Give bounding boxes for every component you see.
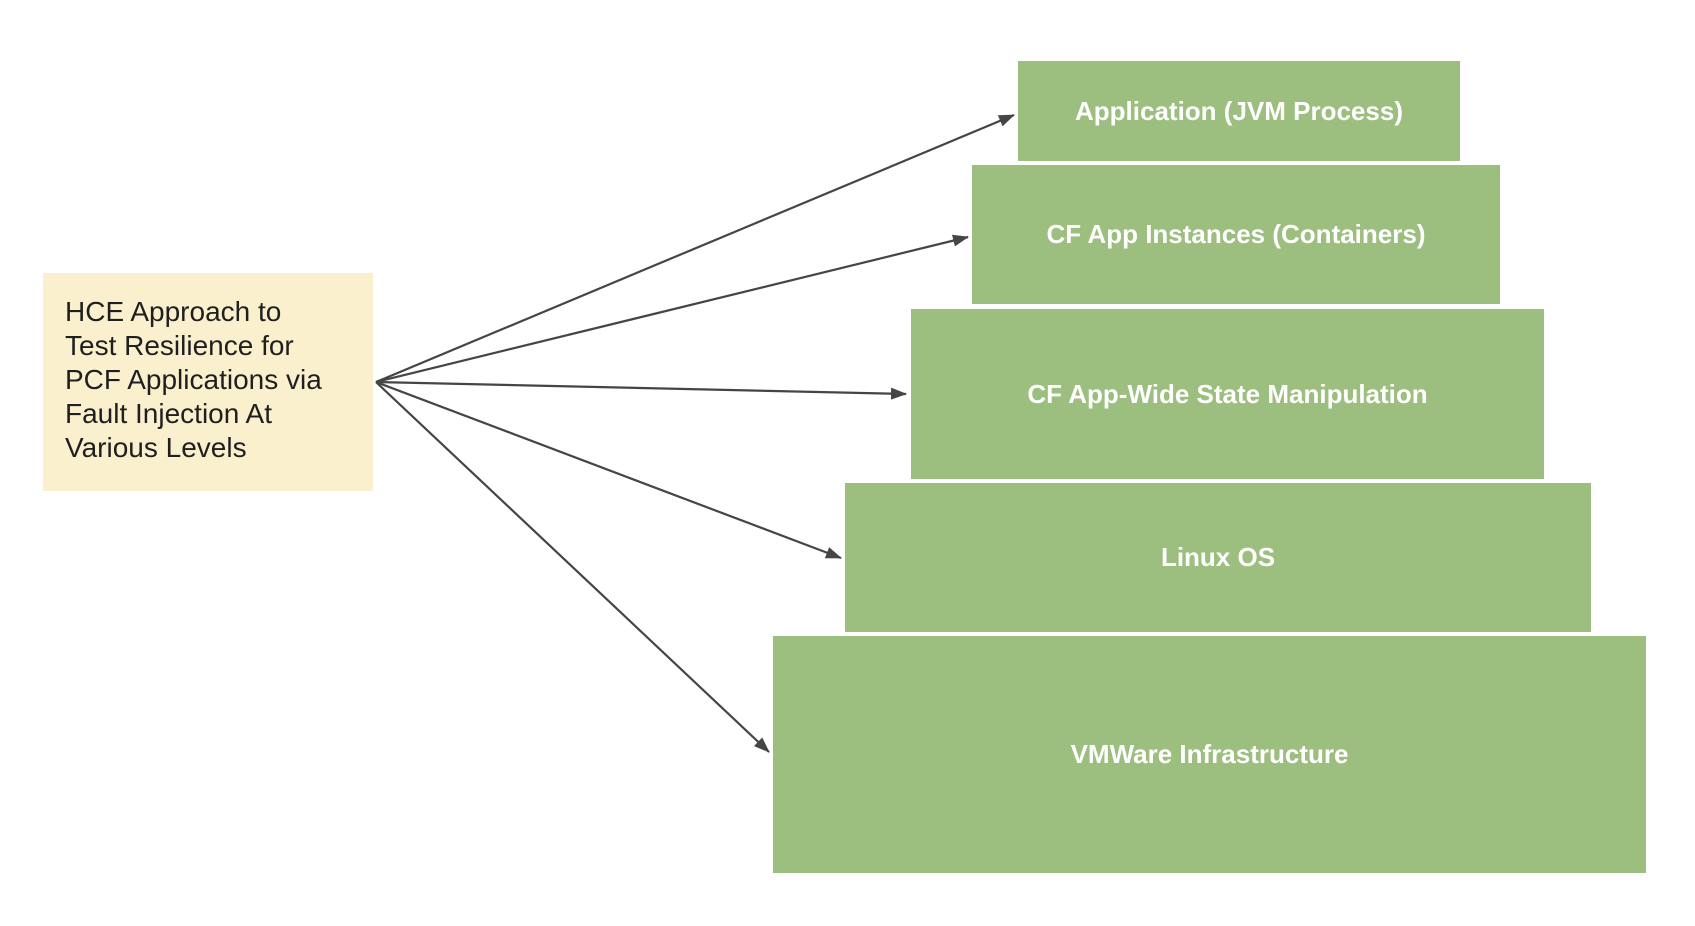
level-label: CF App Instances (Containers)	[1046, 219, 1426, 249]
level-box-cf-app-wide-state: CF App-Wide State Manipulation	[911, 309, 1544, 479]
level-box-vmware-infrastructure: VMWare Infrastructure	[773, 636, 1646, 873]
note-line: HCE Approach to	[65, 296, 282, 327]
arrow-to-linux-os	[375, 380, 842, 560]
arrow-to-vmware-infrastructure	[375, 381, 770, 753]
level-label: VMWare Infrastructure	[1070, 739, 1349, 769]
level-box-application: Application (JVM Process)	[1018, 61, 1460, 161]
arrow-to-cf-app-wide-state	[375, 380, 907, 400]
note-line: Fault Injection At	[65, 398, 273, 429]
note-line: Various Levels	[65, 432, 247, 463]
level-label: Linux OS	[1160, 542, 1276, 572]
level-box-cf-app-instances: CF App Instances (Containers)	[972, 165, 1500, 304]
note-line: Test Resilience for	[65, 330, 294, 361]
level-label: Application (JVM Process)	[1075, 95, 1403, 126]
note-box: HCE Approach to Test Resilience for PCF …	[43, 273, 373, 491]
level-box-linux-os: Linux OS	[845, 483, 1591, 632]
note-line: PCF Applications via	[65, 364, 322, 395]
level-label: CF App-Wide State Manipulation	[1027, 378, 1428, 409]
arrow-to-cf-app-instances	[375, 234, 969, 384]
